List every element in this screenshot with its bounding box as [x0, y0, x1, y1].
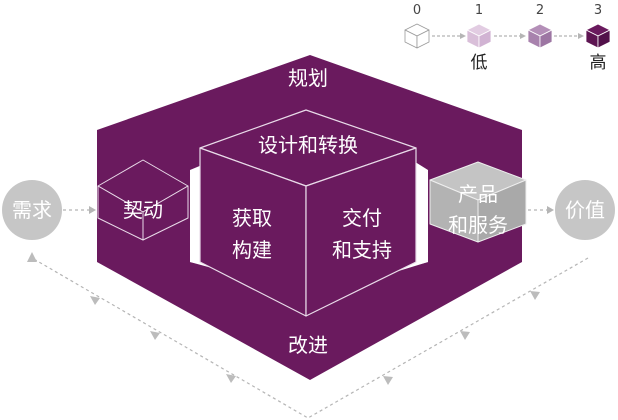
value-arrow-icon [547, 206, 554, 214]
central-cube [199, 109, 417, 317]
plan-label: 规划 [288, 66, 328, 90]
level-3-number: 3 [594, 3, 602, 18]
demand-label: 需求 [12, 198, 52, 222]
products-label-line2: 和服务 [448, 213, 508, 237]
obtain-label-line1: 获取 [232, 206, 272, 230]
demand-node [2, 180, 62, 240]
level-3-cube-icon [585, 23, 611, 49]
level-0-number: 0 [413, 3, 421, 18]
level-legend: 0 1 2 3 低 高 [404, 3, 611, 73]
level-high-caption: 高 [590, 53, 607, 73]
deliver-label-line1: 交付 [342, 206, 382, 230]
improve-label: 改进 [288, 333, 328, 357]
feedback-loop-arrows [27, 252, 540, 385]
level-2-cube-icon [527, 23, 553, 49]
engage-cube [97, 159, 189, 241]
level-low-caption: 低 [471, 53, 488, 73]
cube-right-face [305, 147, 417, 317]
value-node [555, 180, 615, 240]
products-cube [429, 161, 527, 243]
deliver-label-line2: 和支持 [332, 238, 392, 262]
level-2-number: 2 [536, 3, 544, 18]
obtain-label-line2: 构建 [232, 238, 272, 262]
value-chain-frame [97, 55, 522, 380]
products-label-line1: 产品 [458, 182, 498, 206]
feedback-loop [31, 257, 589, 419]
design-transition-label: 设计和转换 [258, 133, 358, 157]
level-1-number: 1 [475, 3, 483, 18]
value-label: 价值 [565, 198, 605, 222]
engage-label: 契动 [123, 198, 163, 222]
level-1-cube-icon [466, 23, 492, 49]
level-0-cube-icon [404, 23, 430, 49]
demand-arrow-icon [89, 206, 96, 214]
